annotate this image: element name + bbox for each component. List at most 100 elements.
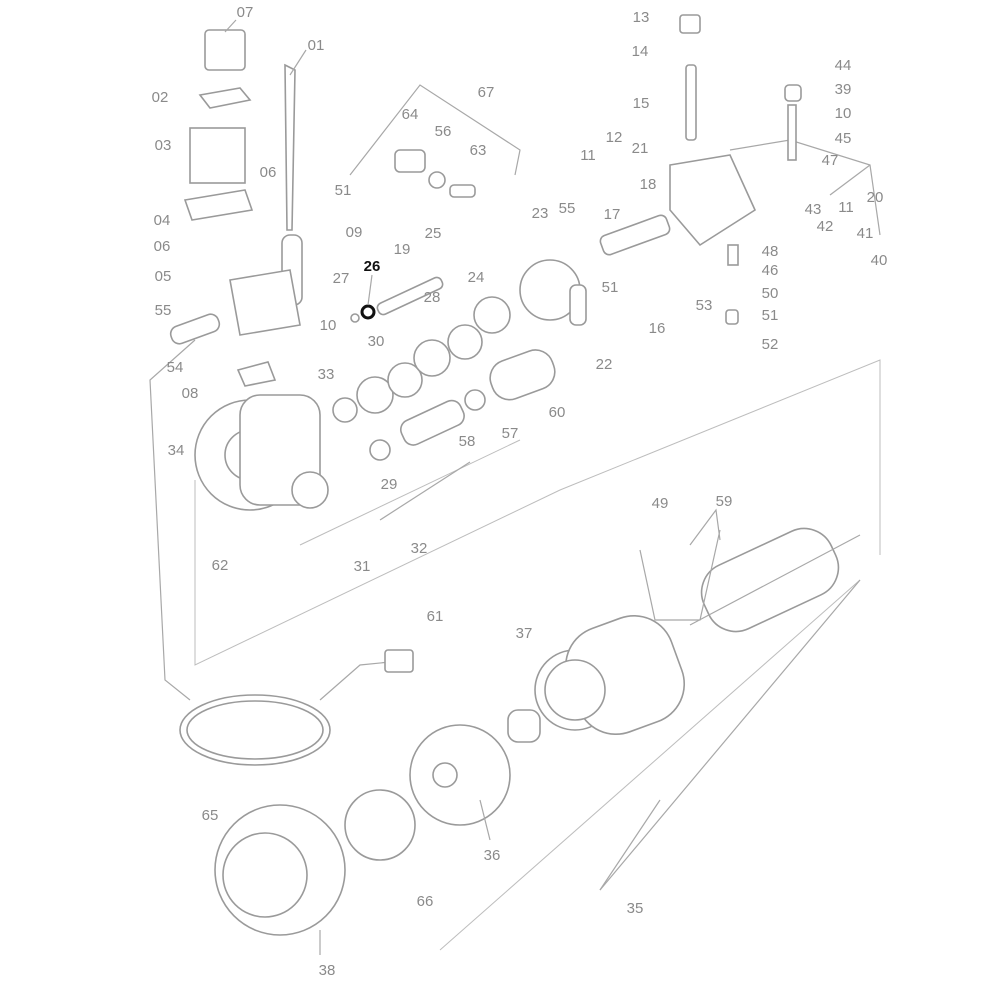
label: 51 xyxy=(335,182,352,199)
label: 24 xyxy=(468,269,485,286)
label: 49 xyxy=(652,495,669,512)
label: 31 xyxy=(354,558,371,575)
label: 38 xyxy=(319,962,336,979)
label: 23 xyxy=(532,205,549,222)
label: 09 xyxy=(346,224,363,241)
part-cap-44 xyxy=(784,84,802,102)
label: 01 xyxy=(308,37,325,54)
label: 45 xyxy=(835,130,852,147)
part-seal-26 xyxy=(360,304,376,320)
label: 55 xyxy=(559,200,576,217)
label: 22 xyxy=(596,356,613,373)
part-hose xyxy=(149,339,196,701)
label: 43 xyxy=(805,201,822,218)
label: 04 xyxy=(154,212,171,229)
label: 11 xyxy=(838,199,854,216)
label: 59 xyxy=(716,493,733,510)
label: 06 xyxy=(260,164,277,181)
label: 42 xyxy=(817,218,834,235)
part-gasket xyxy=(198,87,252,109)
part-plate xyxy=(236,361,277,387)
label: 32 xyxy=(411,540,428,557)
label: 21 xyxy=(632,140,649,157)
label: 66 xyxy=(417,893,434,910)
label: 08 xyxy=(182,385,199,402)
part-cylinder-60 xyxy=(489,349,556,401)
label: 36 xyxy=(484,847,501,864)
part-cap-13 xyxy=(679,14,701,34)
label: 20 xyxy=(867,189,884,206)
part-oring-57 xyxy=(464,389,486,411)
label: 47 xyxy=(822,152,839,169)
label: 51 xyxy=(762,307,779,324)
label: 06 xyxy=(154,238,171,255)
label: 55 xyxy=(155,302,172,319)
label: 56 xyxy=(435,123,452,140)
label: 13 xyxy=(633,9,650,26)
part-ring xyxy=(387,362,423,398)
label-highlighted: 26 xyxy=(364,258,381,275)
label: 51 xyxy=(602,279,619,296)
part-rotor-59 xyxy=(700,527,840,633)
part-switch xyxy=(204,29,246,71)
label: 15 xyxy=(633,95,650,112)
part-box-gasket xyxy=(183,189,254,221)
label: 29 xyxy=(381,476,398,493)
assembly-brackets xyxy=(194,84,881,951)
label: 02 xyxy=(152,89,169,106)
part-bearing-28 xyxy=(413,339,451,377)
part-pin-19 xyxy=(376,276,444,316)
label: 35 xyxy=(627,900,644,917)
label: 25 xyxy=(425,225,442,242)
label: 58 xyxy=(459,433,476,450)
part-piston-58 xyxy=(399,399,465,446)
label: 33 xyxy=(318,366,335,383)
label: 53 xyxy=(696,297,713,314)
part-manifold-21 xyxy=(669,154,757,247)
label: 41 xyxy=(857,225,874,242)
part-seal-33 xyxy=(332,397,358,423)
part-inlet-fitting xyxy=(169,313,221,345)
label: 30 xyxy=(368,333,385,350)
label: 39 xyxy=(835,81,852,98)
label: 37 xyxy=(516,625,533,642)
part-piston-29 xyxy=(369,439,391,461)
label: 18 xyxy=(640,176,657,193)
label: 62 xyxy=(212,557,229,574)
label: 40 xyxy=(871,252,888,269)
label: 67 xyxy=(478,84,495,101)
label: 11 xyxy=(580,147,596,164)
label: 27 xyxy=(333,270,350,287)
part-bearing-37 xyxy=(507,709,541,743)
leader-lines xyxy=(224,19,861,955)
part-bolt-20 xyxy=(829,164,871,196)
part-switch-box xyxy=(189,127,246,184)
part-rod-32 xyxy=(379,461,471,521)
label: 07 xyxy=(237,4,254,21)
part-valve-17 xyxy=(599,214,671,256)
label: 54 xyxy=(167,359,184,376)
part-fan-66 xyxy=(344,789,416,861)
part-dipstick xyxy=(284,63,296,231)
label: 14 xyxy=(632,43,649,60)
label: 65 xyxy=(202,807,219,824)
label: 46 xyxy=(762,262,779,279)
label: 19 xyxy=(394,241,411,258)
label: 10 xyxy=(320,317,337,334)
label: 63 xyxy=(470,142,487,159)
label: 50 xyxy=(762,285,779,302)
label: 64 xyxy=(402,106,419,123)
part-end-bell-36 xyxy=(409,724,511,826)
label: 10 xyxy=(835,105,852,122)
label: 57 xyxy=(502,425,519,442)
part-spring-15 xyxy=(685,64,697,141)
parts xyxy=(149,14,871,936)
label: 03 xyxy=(155,137,172,154)
part-plug-52 xyxy=(725,309,739,325)
label: 44 xyxy=(835,57,852,74)
label: 12 xyxy=(606,129,623,146)
label: 28 xyxy=(424,289,441,306)
part-plug-61 xyxy=(384,649,414,673)
